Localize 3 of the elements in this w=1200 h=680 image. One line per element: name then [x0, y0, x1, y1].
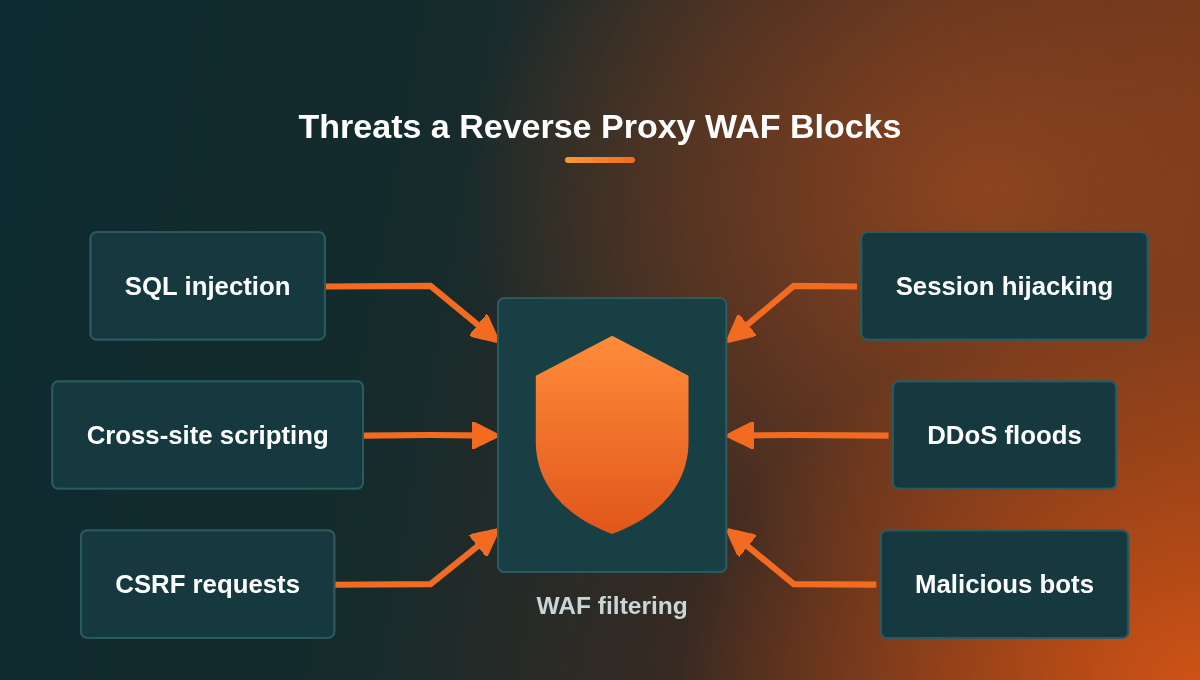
arrow	[725, 282, 858, 344]
node-caption: WAF filtering	[536, 591, 688, 619]
title: Threats a Reverse Proxy WAF Blocks	[297, 106, 903, 147]
